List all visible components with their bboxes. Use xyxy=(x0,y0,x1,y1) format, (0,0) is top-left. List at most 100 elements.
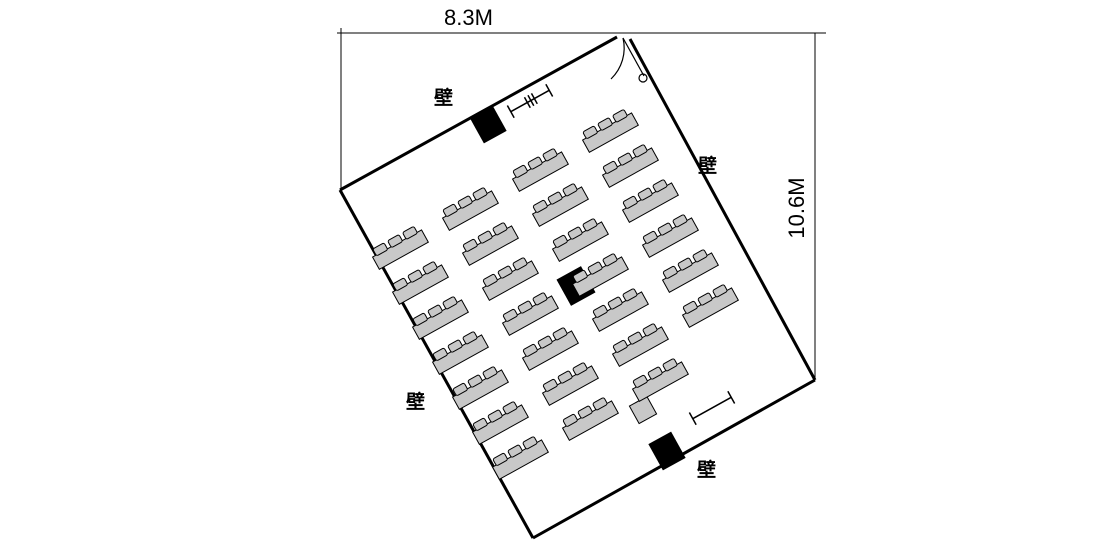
chair xyxy=(407,269,423,283)
desk xyxy=(501,292,560,337)
chair xyxy=(522,436,538,450)
chair xyxy=(632,144,648,158)
chair xyxy=(602,160,618,174)
chair xyxy=(542,378,558,392)
chair xyxy=(562,183,578,197)
wall-label-bottom-left: 壁 xyxy=(406,390,425,413)
chair xyxy=(587,261,603,275)
chair xyxy=(492,452,508,466)
chair xyxy=(467,374,483,388)
desk xyxy=(521,327,580,372)
chair xyxy=(632,374,648,388)
chair xyxy=(457,195,473,209)
chair xyxy=(442,203,458,217)
whiteboard-top xyxy=(506,83,554,119)
chair xyxy=(627,331,643,345)
chair xyxy=(657,222,673,236)
chair xyxy=(527,156,543,170)
desk xyxy=(461,222,520,267)
chair xyxy=(592,304,608,318)
chair xyxy=(682,300,698,314)
desk xyxy=(631,358,690,403)
desk xyxy=(411,296,470,341)
chair xyxy=(427,304,443,318)
desk xyxy=(681,284,740,329)
desk xyxy=(531,183,590,228)
chair xyxy=(532,199,548,213)
chair xyxy=(472,417,488,431)
door xyxy=(610,37,648,83)
desk xyxy=(491,436,550,481)
chair xyxy=(477,230,493,244)
pillar-top xyxy=(469,104,507,144)
chair xyxy=(502,308,518,322)
chair xyxy=(512,257,528,271)
chair xyxy=(637,187,653,201)
desk xyxy=(621,179,680,224)
wall-label-right: 壁 xyxy=(698,154,717,177)
chair xyxy=(647,366,663,380)
chair xyxy=(537,335,553,349)
desk xyxy=(481,257,540,302)
height-dimension-label: 10.6M xyxy=(784,177,809,238)
desk xyxy=(611,323,670,368)
chair xyxy=(622,195,638,209)
desk xyxy=(541,362,600,407)
chair xyxy=(557,370,573,384)
wall-label-bottom-right: 壁 xyxy=(697,458,716,481)
chair xyxy=(617,152,633,166)
chair xyxy=(497,265,513,279)
desk xyxy=(371,226,430,271)
chair xyxy=(662,265,678,279)
chair xyxy=(392,277,408,291)
chair xyxy=(612,109,628,123)
chair xyxy=(642,323,658,337)
desk xyxy=(591,288,650,333)
chair xyxy=(447,339,463,353)
desk xyxy=(571,253,630,298)
chair xyxy=(572,362,588,376)
chair xyxy=(712,284,728,298)
chair xyxy=(592,397,608,411)
chair xyxy=(512,164,528,178)
chair xyxy=(567,226,583,240)
chair xyxy=(597,117,613,131)
width-dimension-label: 8.3M xyxy=(444,5,493,30)
chair xyxy=(622,288,638,302)
chair xyxy=(577,405,593,419)
chair xyxy=(387,234,403,248)
chair xyxy=(572,269,588,283)
wall-label-top-left: 壁 xyxy=(434,86,453,109)
chair xyxy=(412,312,428,326)
desk xyxy=(441,187,500,232)
chair xyxy=(462,238,478,252)
desk xyxy=(431,331,490,376)
desk xyxy=(391,261,450,306)
desk xyxy=(661,249,720,294)
desk xyxy=(511,148,570,193)
chair xyxy=(662,358,678,372)
chair xyxy=(547,191,563,205)
chair xyxy=(472,187,488,201)
desk xyxy=(471,401,530,446)
chair xyxy=(612,339,628,353)
whiteboard-bottom xyxy=(688,390,736,426)
chair xyxy=(607,296,623,310)
chair xyxy=(522,343,538,357)
chair xyxy=(502,401,518,415)
desk xyxy=(581,109,640,154)
desk xyxy=(601,144,660,189)
chair xyxy=(677,257,693,271)
chair xyxy=(442,296,458,310)
chair xyxy=(372,242,388,256)
chair xyxy=(507,444,523,458)
podium xyxy=(628,395,658,425)
pillar-bottom xyxy=(648,431,686,471)
desk xyxy=(451,366,510,411)
chair xyxy=(452,382,468,396)
chair xyxy=(517,300,533,314)
chair xyxy=(602,253,618,267)
chair xyxy=(652,179,668,193)
width-dimension xyxy=(337,28,826,188)
